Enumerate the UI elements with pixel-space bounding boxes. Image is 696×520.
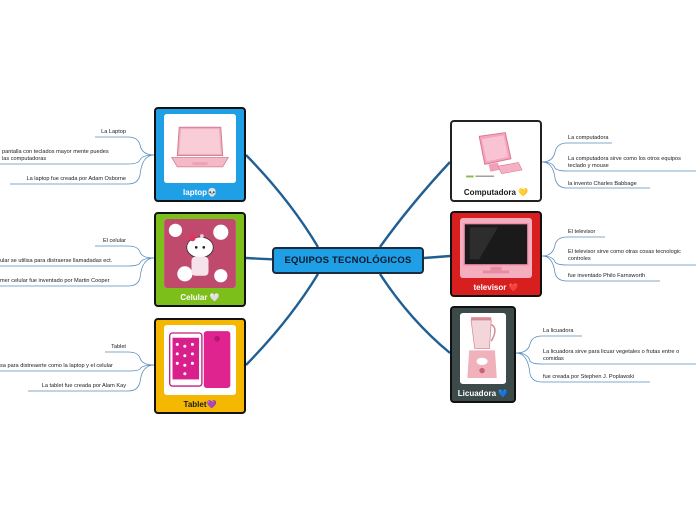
- leaf-laptop-4[interactable]: La laptop fue creada por Adam Osborne: [26, 176, 126, 182]
- node-televisor[interactable]: televisor ❤️: [450, 211, 542, 297]
- node-laptop-caption: laptop💀: [183, 188, 217, 197]
- leaf-computadora-1[interactable]: La computadora: [568, 135, 609, 141]
- node-tablet[interactable]: Tablet💜: [154, 318, 246, 414]
- leaf-laptop-3[interactable]: las computadoras: [2, 156, 47, 162]
- leaf-tablet-3[interactable]: La tablet fue creada por Alam Kay: [41, 383, 126, 389]
- node-televisor-caption: televisor ❤️: [473, 283, 519, 292]
- leaf-licuadora-1[interactable]: La licuadora: [543, 328, 574, 334]
- central-topic[interactable]: EQUIPOS TECNOLÓGICOS: [272, 247, 424, 274]
- node-computadora[interactable]: Computadora 💛: [450, 120, 542, 202]
- licuadora-image: [460, 313, 506, 384]
- leaf-computadora-2[interactable]: La computadora sirve como los otros equi…: [568, 156, 681, 162]
- laptop-image: [164, 114, 236, 183]
- node-computadora-caption: Computadora 💛: [463, 188, 529, 197]
- televisor-image: [460, 218, 532, 278]
- leaf-laptop-2[interactable]: pantalla con teclados mayor mente puedes: [2, 149, 109, 155]
- leaf-licuadora-3[interactable]: comidas: [543, 356, 564, 362]
- leaf-televisor-1[interactable]: El televisor: [568, 229, 596, 235]
- leaf-celular-3[interactable]: mer celular fue inventado por Martin Coo…: [0, 278, 110, 284]
- leaf-computadora-4[interactable]: la invento Charles Babbage: [568, 181, 637, 187]
- leaf-televisor-4[interactable]: fue inventado Philo Farnsworth: [568, 273, 646, 279]
- node-tablet-caption: Tablet💜: [183, 400, 217, 409]
- node-laptop[interactable]: laptop💀: [154, 107, 246, 202]
- leaf-licuadora-2[interactable]: La licuadora sirve para licuar vegetales…: [543, 349, 680, 355]
- central-topic-label: EQUIPOS TECNOLÓGICOS: [284, 255, 412, 266]
- tablet-image: [164, 325, 236, 395]
- leaf-celular-2[interactable]: ular se utilisa para distraerse llamadad…: [0, 258, 113, 264]
- leaf-tablet-1[interactable]: Tablet: [111, 344, 126, 350]
- node-licuadora[interactable]: Licuadora 💙: [450, 306, 516, 403]
- leaf-licuadora-4[interactable]: fue creada por Stephen J. Poplawski: [543, 374, 635, 380]
- leaf-computadora-3[interactable]: teclado y mouse: [568, 163, 609, 169]
- leaf-televisor-2[interactable]: El televisor sirve como otras cosas tecn…: [568, 249, 681, 255]
- celular-image: [164, 219, 236, 288]
- leaf-celular-1[interactable]: El celular: [102, 238, 126, 244]
- node-celular[interactable]: Celular 🤍: [154, 212, 246, 307]
- computadora-image: [460, 127, 532, 183]
- node-celular-caption: Celular 🤍: [180, 293, 220, 302]
- node-licuadora-caption: Licuadora 💙: [457, 389, 509, 398]
- leaf-laptop-1[interactable]: La Laptop: [101, 129, 126, 135]
- leaf-televisor-3[interactable]: controles: [568, 256, 591, 262]
- leaf-tablet-2[interactable]: sa para distreaerte como la laptop y el …: [0, 363, 113, 369]
